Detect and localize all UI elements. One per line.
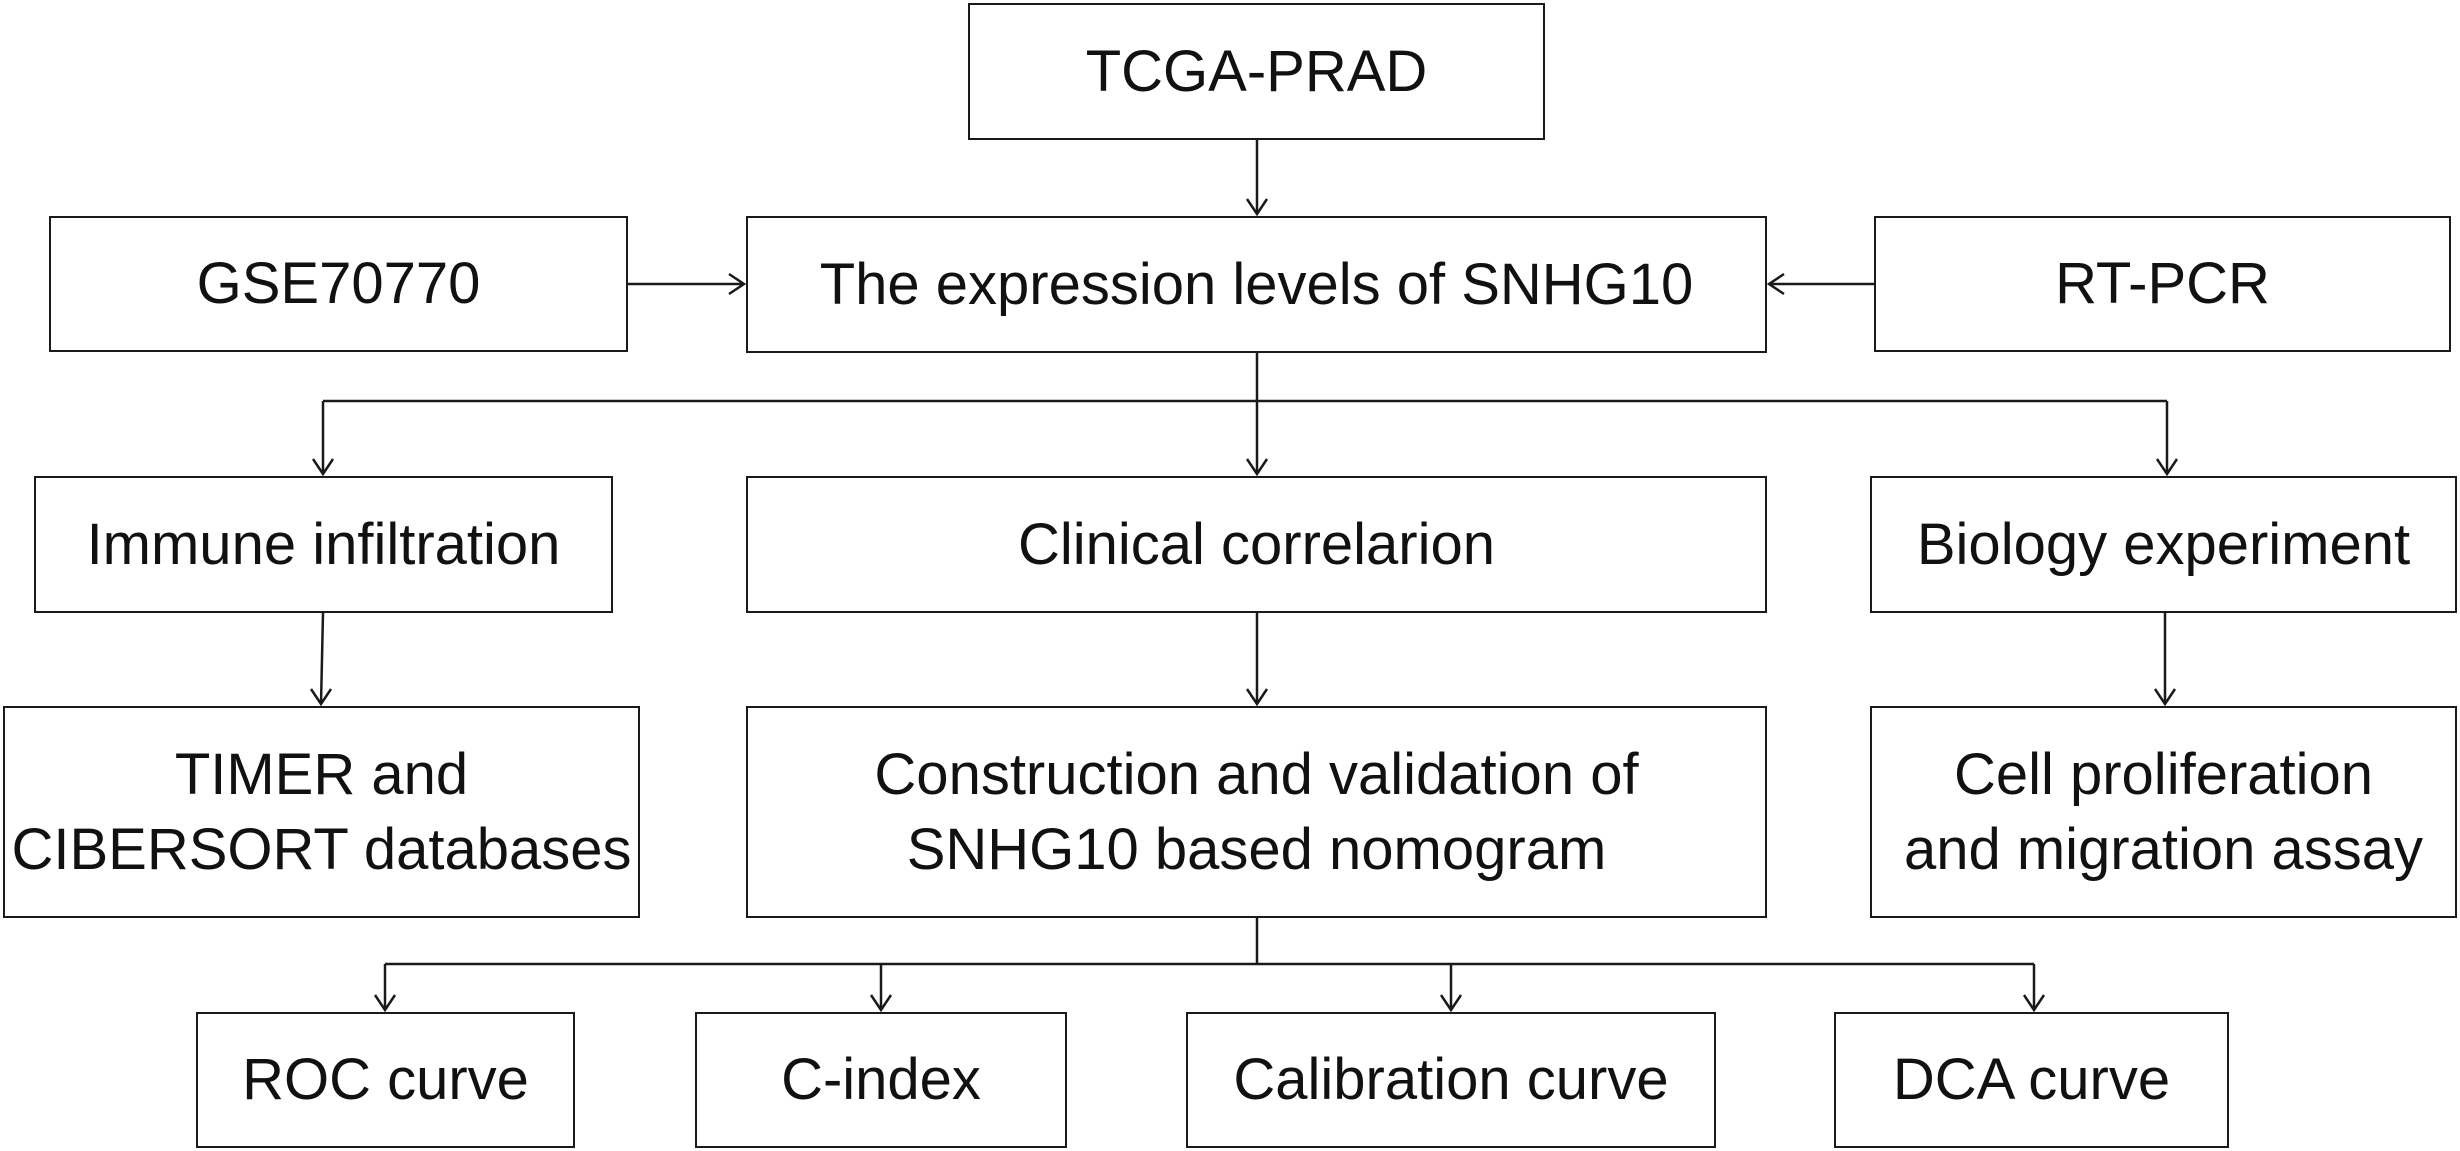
arrowhead-expression-top bbox=[1245, 198, 1269, 217]
node-immune-infiltration: Immune infiltration bbox=[34, 476, 613, 613]
node-dca-curve: DCA curve bbox=[1834, 1012, 2229, 1148]
arrowhead-cindex-top bbox=[869, 994, 893, 1013]
node-biology-experiment: Biology experiment bbox=[1870, 476, 2457, 613]
arrowhead-roc-top bbox=[373, 994, 397, 1013]
arrowhead-expression-left bbox=[728, 272, 747, 296]
node-roc-curve: ROC curve bbox=[196, 1012, 575, 1148]
arrowhead-clinical-top bbox=[1245, 458, 1269, 477]
arrowhead-cell-top bbox=[2153, 688, 2177, 707]
node-cell-proliferation-migration: Cell proliferation and migration assay bbox=[1870, 706, 2457, 918]
node-clinical-correlation: Clinical correlarion bbox=[746, 476, 1767, 613]
node-timer-cibersort: TIMER and CIBERSORT databases bbox=[3, 706, 640, 918]
node-nomogram-construction: Construction and validation of SNHG10 ba… bbox=[746, 706, 1767, 918]
arrowhead-dca-top bbox=[2022, 994, 2046, 1013]
arrowhead-immune-top bbox=[311, 458, 335, 477]
node-expression-levels: The expression levels of SNHG10 bbox=[746, 216, 1767, 353]
arrowhead-expression-right bbox=[1766, 272, 1785, 296]
node-rt-pcr: RT-PCR bbox=[1874, 216, 2451, 352]
arrowhead-timer-top bbox=[309, 688, 333, 707]
arrowhead-construction-top bbox=[1245, 688, 1269, 707]
arrowhead-biology-top bbox=[2155, 458, 2179, 477]
node-gse70770: GSE70770 bbox=[49, 216, 628, 352]
node-tcga-prad: TCGA-PRAD bbox=[968, 3, 1545, 140]
arrowhead-calibration-top bbox=[1439, 994, 1463, 1013]
node-calibration-curve: Calibration curve bbox=[1186, 1012, 1716, 1148]
node-c-index: C-index bbox=[695, 1012, 1067, 1148]
edge-immune-to-timer bbox=[319, 612, 325, 705]
